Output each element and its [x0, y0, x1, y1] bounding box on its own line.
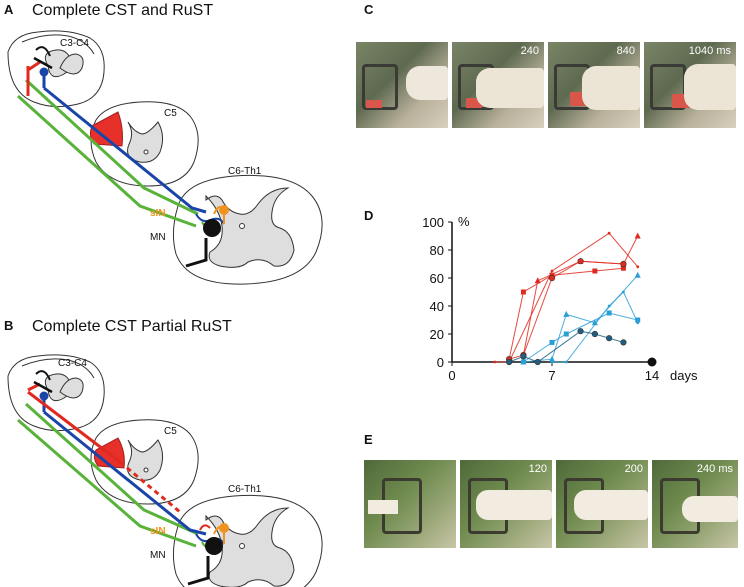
- label-c6th1-a: C6-Th1: [228, 166, 262, 177]
- data-point: [607, 231, 611, 235]
- photo-c-1: [356, 42, 448, 128]
- data-point: [520, 359, 526, 365]
- data-point: [548, 274, 556, 282]
- label-c5-b: C5: [164, 426, 177, 437]
- data-point: [636, 321, 640, 325]
- data-point: [534, 277, 541, 284]
- data-point: [520, 353, 527, 360]
- panel-b-letter: B: [4, 318, 14, 333]
- panel-a-letter: A: [4, 2, 14, 17]
- y-tick-label: 60: [430, 271, 444, 286]
- label-mn-a: MN: [150, 232, 166, 243]
- y-tick-label: 40: [430, 299, 444, 314]
- data-point: [634, 232, 641, 239]
- data-point: [564, 360, 568, 364]
- photo-c-2: 240: [452, 42, 544, 128]
- label-c3c4-b: C3-C4: [58, 358, 87, 369]
- panel-a-diagram: [7, 30, 323, 285]
- label-c6th1-b: C6-Th1: [228, 484, 262, 495]
- y-axis-label: %: [458, 214, 470, 229]
- section-c3c4-a: [7, 30, 105, 108]
- photo-e-2: 120: [460, 460, 552, 548]
- photo-e-4-time: 240 ms: [696, 463, 733, 475]
- data-point: [591, 319, 598, 326]
- panel-b-diagram: [7, 354, 323, 587]
- x-axis-label: days: [670, 368, 698, 383]
- photo-c-2-time: 240: [520, 45, 539, 57]
- x-tick-label: 14: [645, 368, 659, 383]
- data-point: [506, 358, 513, 366]
- photo-c-3-time: 840: [616, 45, 635, 57]
- data-point: [549, 339, 555, 345]
- lesion-a: [89, 111, 123, 147]
- label-sin-b: sIN: [150, 526, 166, 537]
- data-point: [520, 289, 526, 295]
- series-line-2: [494, 232, 639, 363]
- photo-c-4-time: 1040 ms: [688, 45, 731, 57]
- label-mn-b: MN: [150, 550, 166, 561]
- photo-c-4: 1040 ms: [644, 42, 736, 128]
- data-point: [591, 330, 598, 338]
- data-point: [549, 355, 555, 362]
- y-tick-label: 80: [430, 243, 444, 258]
- panel-b-heading: Complete CST Partial RuST: [32, 318, 232, 335]
- endpoint-marker: [647, 357, 657, 367]
- panel-a-heading: Complete CST and RuST: [32, 2, 214, 19]
- data-point: [493, 360, 497, 364]
- data-point: [622, 290, 625, 294]
- data-point: [620, 339, 627, 346]
- data-point: [550, 360, 554, 364]
- section-c3c4-b: [7, 354, 105, 432]
- data-point: [635, 317, 641, 323]
- data-point: [636, 265, 640, 269]
- data-point: [620, 260, 627, 268]
- data-point: [563, 310, 570, 317]
- label-c3c4-a: C3-C4: [60, 38, 89, 49]
- series-line-5: [523, 312, 638, 363]
- data-point: [607, 304, 611, 308]
- data-point: [577, 258, 584, 265]
- y-tick-label: 20: [430, 327, 444, 342]
- data-point: [606, 335, 613, 342]
- data-point: [577, 328, 584, 335]
- x-tick-label: 0: [448, 368, 455, 383]
- data-point: [550, 269, 554, 273]
- y-tick-label: 0: [437, 355, 444, 370]
- data-point: [620, 265, 626, 271]
- panel-c-letter: C: [364, 2, 374, 17]
- photo-e-1: [364, 460, 456, 548]
- series-line-6: [552, 291, 639, 363]
- series-line-4: [523, 274, 639, 363]
- label-c5-a: C5: [164, 108, 177, 119]
- panel-e-letter: E: [364, 432, 373, 447]
- label-sin-a: sIN: [150, 208, 166, 219]
- x-tick-label: 7: [548, 368, 555, 383]
- data-point: [592, 268, 598, 274]
- data-point: [606, 310, 612, 316]
- panel-d-letter: D: [364, 208, 374, 223]
- section-c6th1-a: [172, 174, 323, 285]
- data-point: [634, 271, 641, 278]
- photo-c-3: 840: [548, 42, 640, 128]
- photo-e-2-time: 120: [528, 463, 547, 475]
- y-tick-label: 100: [422, 215, 444, 230]
- data-point: [563, 331, 569, 337]
- section-c6th1-b: [172, 494, 323, 587]
- photo-e-4: 240 ms: [652, 460, 738, 548]
- data-point: [534, 358, 541, 366]
- photo-e-3: 200: [556, 460, 648, 548]
- photo-e-3-time: 200: [624, 463, 643, 475]
